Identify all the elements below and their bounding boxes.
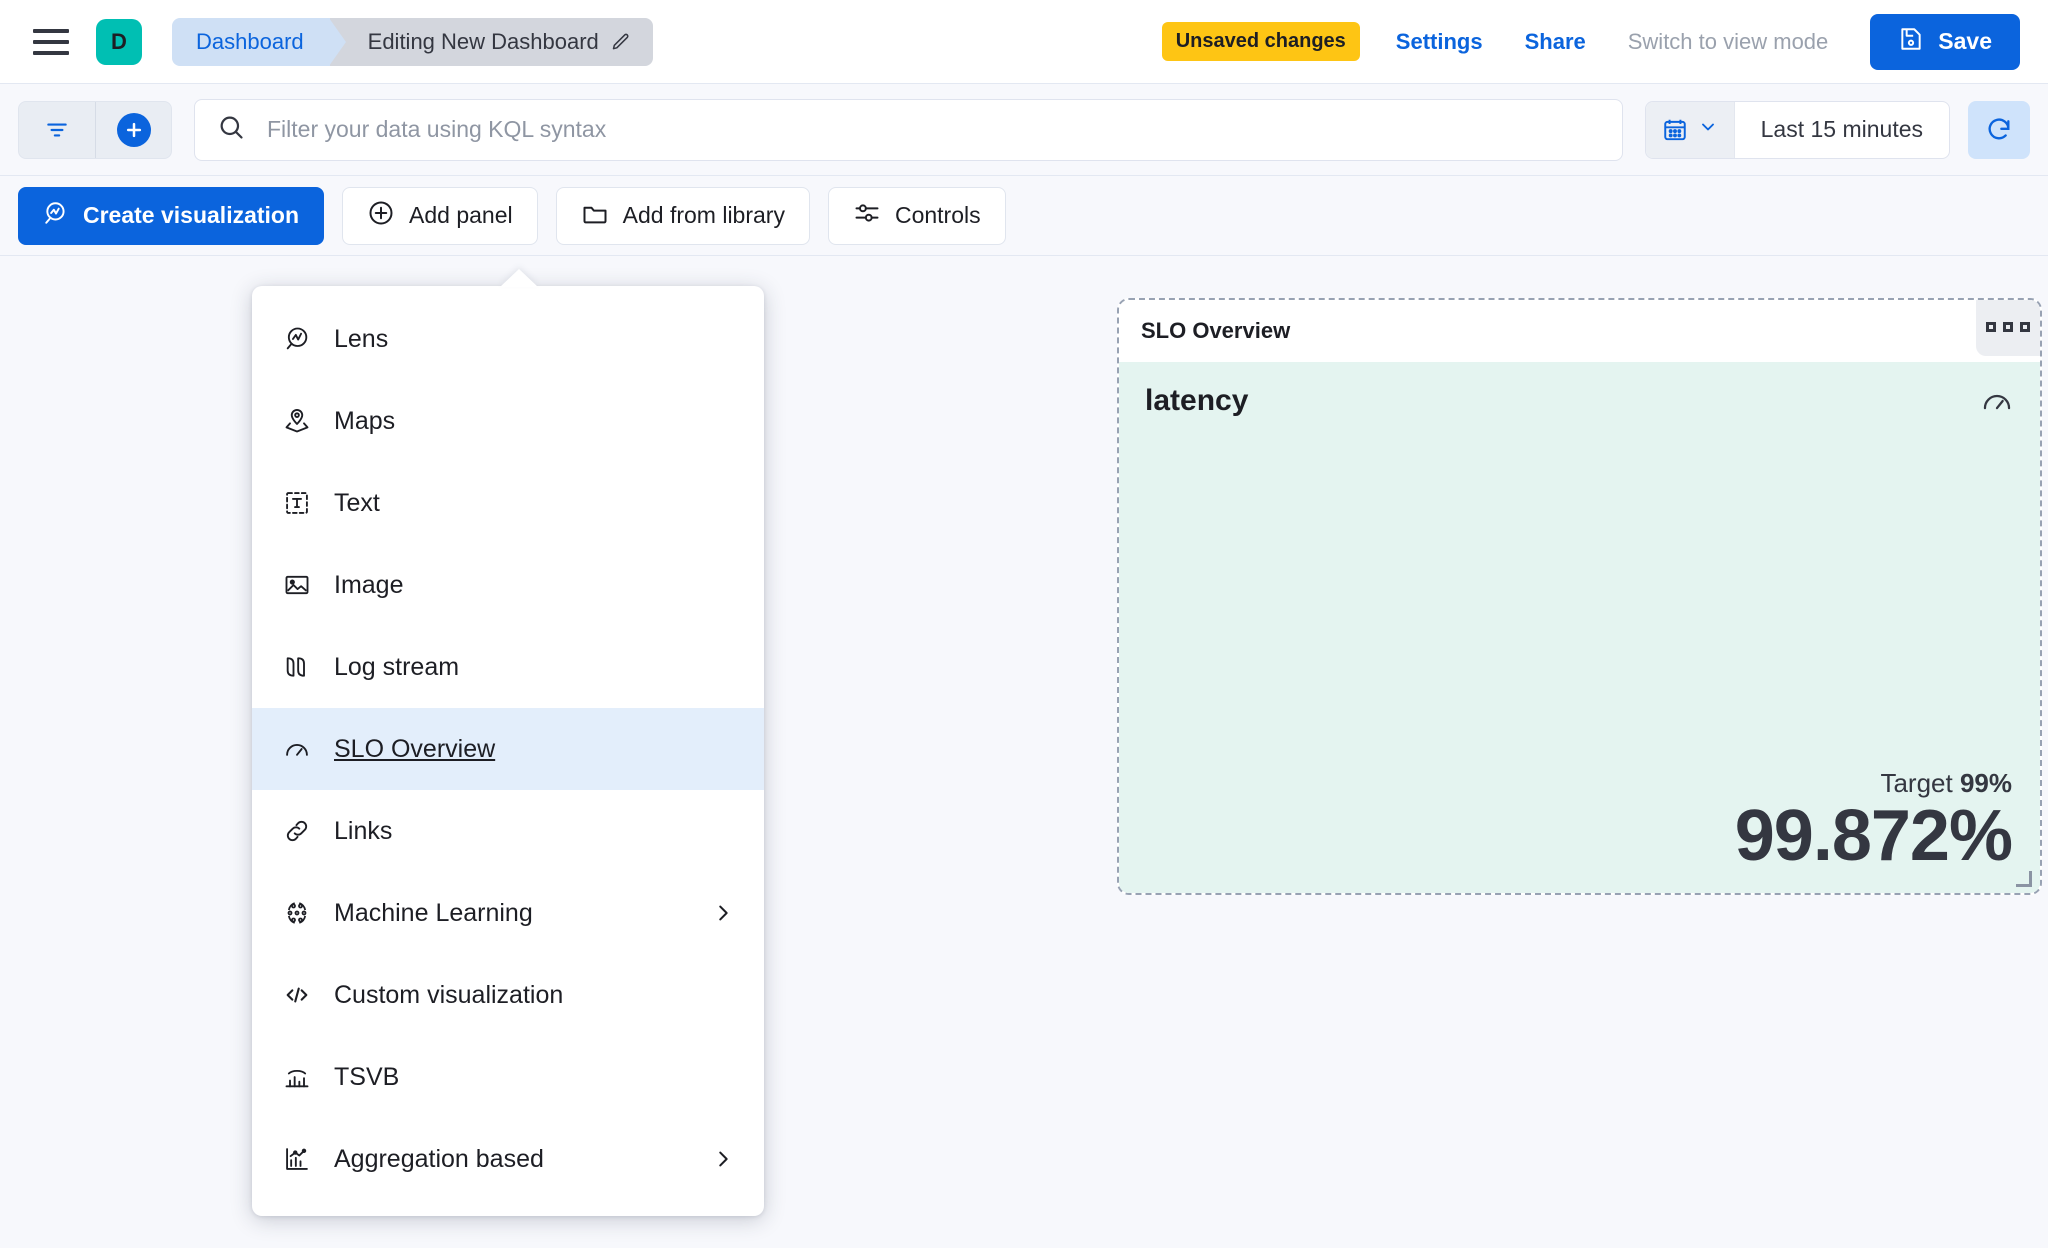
- menu-item-label: Lens: [334, 324, 389, 353]
- panel-resize-handle[interactable]: [2016, 871, 2032, 887]
- slo-metric-name: latency: [1145, 384, 1249, 417]
- search-placeholder: Filter your data using KQL syntax: [267, 116, 607, 142]
- link-icon: [282, 816, 312, 846]
- app-header: D Dashboard Editing New Dashboard Unsave…: [0, 0, 2048, 84]
- query-bar: Filter your data using KQL syntax Last 1…: [0, 84, 2048, 176]
- log-stream-icon: [282, 652, 312, 682]
- menu-item-label: Maps: [334, 406, 396, 435]
- chevron-right-icon: [712, 1148, 734, 1170]
- slo-target-label: Target: [1880, 768, 1953, 799]
- date-picker: Last 15 minutes: [1644, 100, 1950, 159]
- hamburger-icon[interactable]: [30, 21, 72, 63]
- share-link[interactable]: Share: [1524, 28, 1586, 54]
- add-filter-button[interactable]: [95, 101, 171, 158]
- refresh-button[interactable]: [1968, 100, 2030, 159]
- settings-link[interactable]: Settings: [1395, 28, 1483, 54]
- save-icon: [1898, 26, 1924, 58]
- create-visualization-label: Create visualization: [83, 202, 300, 228]
- add-from-library-label: Add from library: [622, 202, 785, 228]
- space-avatar[interactable]: D: [96, 18, 142, 65]
- slo-stats: Target 99% 99.872%: [1734, 768, 2013, 877]
- filter-icon[interactable]: [19, 102, 95, 158]
- slo-target: Target 99%: [1735, 768, 2012, 799]
- slo-target-value: 99%: [1959, 768, 2012, 799]
- panel-body: latency Target 99% 99.872%: [1119, 362, 2040, 893]
- menu-item-custom-visualization[interactable]: Custom visualization: [252, 954, 764, 1036]
- menu-item-log-stream[interactable]: Log stream: [252, 626, 764, 708]
- controls-label: Controls: [894, 202, 981, 228]
- plus-icon: [116, 112, 151, 147]
- switch-to-view-mode-link[interactable]: Switch to view mode: [1627, 28, 1829, 54]
- add-panel-menu: Lens Maps Text Image: [252, 286, 764, 1216]
- menu-item-links[interactable]: Links: [252, 790, 764, 872]
- breadcrumb-dashboard-label: Dashboard: [196, 28, 304, 54]
- breadcrumb-editing-label: Editing New Dashboard: [367, 28, 599, 54]
- search-icon: [217, 113, 245, 146]
- filter-button-group: [18, 100, 172, 159]
- add-panel-label: Add panel: [409, 202, 513, 228]
- menu-item-machine-learning[interactable]: Machine Learning: [252, 872, 764, 954]
- date-range-value[interactable]: Last 15 minutes: [1760, 116, 1923, 142]
- lens-icon: [282, 324, 312, 354]
- text-icon: [282, 488, 312, 518]
- menu-item-label: Image: [334, 570, 404, 599]
- menu-item-lens[interactable]: Lens: [252, 298, 764, 380]
- grid-dots-icon: [2003, 322, 2013, 332]
- menu-item-label: Machine Learning: [334, 898, 533, 927]
- breadcrumb-editing[interactable]: Editing New Dashboard: [329, 17, 653, 66]
- pencil-icon[interactable]: [611, 32, 631, 52]
- gauge-icon: [282, 734, 312, 764]
- aggregation-icon: [282, 1144, 312, 1174]
- menu-item-label: Aggregation based: [334, 1144, 544, 1173]
- controls-button[interactable]: Controls: [827, 186, 1006, 245]
- lens-icon: [43, 200, 69, 232]
- chevron-down-icon: [1698, 117, 1718, 142]
- folder-icon: [581, 199, 609, 233]
- machine-learning-icon: [282, 898, 312, 928]
- dashboard-toolbar: Create visualization Add panel Add from …: [0, 176, 2048, 256]
- menu-item-aggregation-based[interactable]: Aggregation based: [252, 1118, 764, 1200]
- menu-item-tsvb[interactable]: TSVB: [252, 1036, 764, 1118]
- menu-item-label: Log stream: [334, 652, 460, 681]
- panel-header: SLO Overview: [1119, 300, 2040, 362]
- menu-item-label: Custom visualization: [334, 980, 564, 1009]
- menu-item-image[interactable]: Image: [252, 544, 764, 626]
- calendar-icon[interactable]: [1645, 101, 1735, 158]
- plus-circle-icon: [367, 199, 395, 233]
- menu-item-label: Links: [334, 816, 393, 845]
- tsvb-icon: [282, 1062, 312, 1092]
- image-icon: [282, 570, 312, 600]
- grid-dots-icon: [1986, 322, 1996, 332]
- chevron-right-icon: [712, 902, 734, 924]
- header-actions: Unsaved changes Settings Share Switch to…: [1161, 13, 2048, 70]
- breadcrumb: Dashboard Editing New Dashboard: [172, 17, 653, 66]
- menu-item-label: TSVB: [334, 1062, 400, 1091]
- create-visualization-button[interactable]: Create visualization: [18, 186, 325, 245]
- slo-overview-panel[interactable]: SLO Overview latency Target 99% 99.872%: [1117, 298, 2042, 895]
- add-from-library-button[interactable]: Add from library: [555, 186, 810, 245]
- add-panel-button[interactable]: Add panel: [342, 186, 538, 245]
- menu-item-maps[interactable]: Maps: [252, 380, 764, 462]
- panel-context-menu-button[interactable]: [1976, 300, 2040, 356]
- unsaved-changes-badge[interactable]: Unsaved changes: [1161, 22, 1360, 61]
- controls-icon: [853, 199, 881, 233]
- slo-current-value: 99.872%: [1734, 796, 2013, 877]
- gauge-icon: [1980, 384, 2014, 423]
- code-icon: [282, 980, 312, 1010]
- menu-item-label: SLO Overview: [334, 734, 496, 763]
- save-button[interactable]: Save: [1870, 13, 2020, 70]
- grid-dots-icon: [2020, 322, 2030, 332]
- breadcrumb-dashboard[interactable]: Dashboard: [172, 17, 346, 66]
- maps-icon: [282, 406, 312, 436]
- search-input[interactable]: Filter your data using KQL syntax: [194, 98, 1623, 161]
- menu-item-slo-overview[interactable]: SLO Overview: [252, 708, 764, 790]
- menu-item-label: Text: [334, 488, 380, 517]
- menu-item-text[interactable]: Text: [252, 462, 764, 544]
- save-button-label: Save: [1938, 28, 1992, 54]
- panel-title: SLO Overview: [1141, 318, 1291, 343]
